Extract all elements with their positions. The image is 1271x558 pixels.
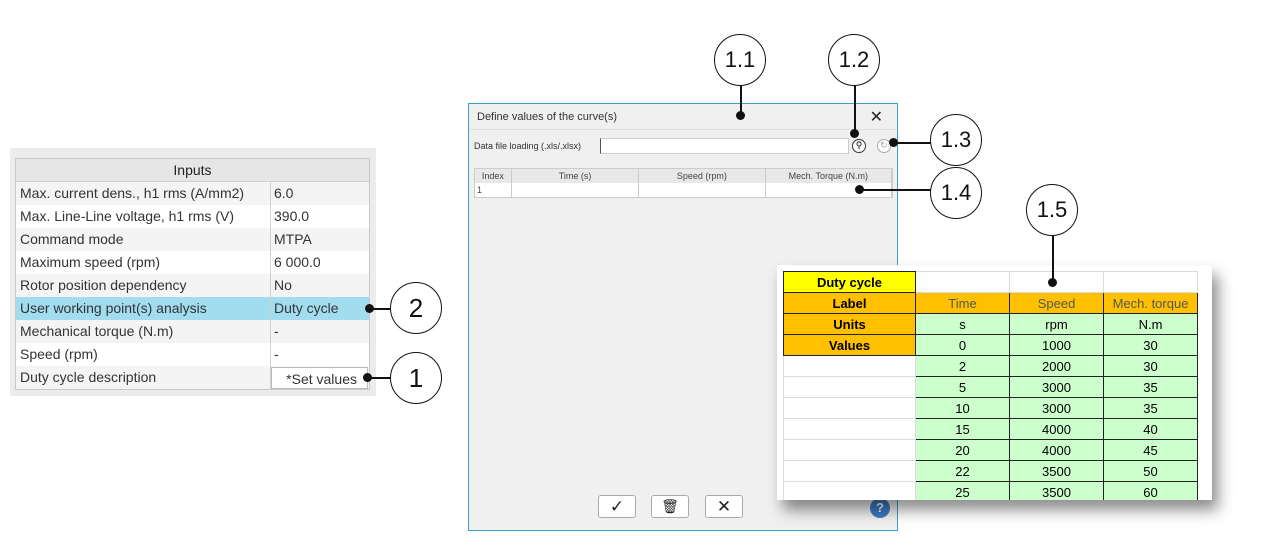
input-label: Max. Line-Line voltage, h1 rms (V) xyxy=(16,205,271,228)
input-row[interactable]: Mechanical torque (N.m)- xyxy=(16,320,369,343)
input-value[interactable]: MTPA xyxy=(274,231,312,247)
input-value[interactable]: 6.0 xyxy=(274,185,294,201)
sheet-value-cell: 1000 xyxy=(1009,334,1104,356)
input-label: Rotor position dependency xyxy=(16,274,271,297)
help-icon[interactable]: ? xyxy=(870,498,890,518)
inputs-header: Inputs xyxy=(16,159,369,182)
grid-column-header[interactable]: Mech. Torque (N.m) xyxy=(766,169,892,183)
input-row[interactable]: Max. Line-Line voltage, h1 rms (V)390.0 xyxy=(16,205,369,228)
sheet-value-cell: 3000 xyxy=(1009,376,1104,398)
input-row[interactable]: Duty cycle description*Set values xyxy=(16,366,369,389)
sheet-value-cell: 20 xyxy=(915,439,1010,461)
sheet-value-cell: 3000 xyxy=(1009,397,1104,419)
input-value[interactable]: - xyxy=(274,346,279,362)
sheet-value-cell: 30 xyxy=(1103,355,1198,377)
sheet-value-cell: 35 xyxy=(1103,397,1198,419)
sheet-value-cell: 30 xyxy=(1103,334,1198,356)
sheet-unit-cell: rpm xyxy=(1009,313,1104,335)
close-icon[interactable]: ✕ xyxy=(869,109,883,126)
sheet-value-cell: 10 xyxy=(915,397,1010,419)
input-label: User working point(s) analysis xyxy=(16,297,271,320)
callout-1-2: 1.2 xyxy=(828,34,880,86)
input-row[interactable]: Speed (rpm)- xyxy=(16,343,369,366)
input-label: Mechanical torque (N.m) xyxy=(16,320,271,343)
sheet-value-cell: 2 xyxy=(915,355,1010,377)
delete-button[interactable]: 🗑 xyxy=(651,495,689,518)
file-path-input[interactable] xyxy=(600,138,849,154)
callout-1-4: 1.4 xyxy=(930,167,982,219)
input-value[interactable]: 390.0 xyxy=(274,208,310,224)
search-icon[interactable]: ⚲ xyxy=(852,139,866,153)
ok-button[interactable]: ✓ xyxy=(598,495,636,518)
grid-cell[interactable] xyxy=(512,183,640,197)
sheet-values-label: Values xyxy=(783,334,916,356)
sheet-value-cell: 25 xyxy=(915,481,1010,500)
sheet-value-cell: 45 xyxy=(1103,439,1198,461)
sheet-value-cell: 50 xyxy=(1103,460,1198,482)
set-values-button[interactable]: *Set values xyxy=(271,367,368,389)
sheet-value-cell: 35 xyxy=(1103,376,1198,398)
input-value[interactable]: - xyxy=(274,323,279,339)
sheet-value-cell: 4000 xyxy=(1009,439,1104,461)
sheet-label-cell: Label xyxy=(783,292,916,314)
input-label: Command mode xyxy=(16,228,271,251)
input-row[interactable]: Max. current dens., h1 rms (A/mm2)6.0 xyxy=(16,182,369,205)
sheet-unit-cell: N.m xyxy=(1103,313,1198,335)
input-label: Speed (rpm) xyxy=(16,343,271,366)
dialog-title: Define values of the curve(s) xyxy=(469,104,897,130)
callout-1-1: 1.1 xyxy=(714,34,766,86)
cancel-button[interactable]: ✕ xyxy=(705,495,743,518)
input-label: Duty cycle description xyxy=(16,366,271,389)
sheet-value-cell: 0 xyxy=(915,334,1010,356)
input-label: Maximum speed (rpm) xyxy=(16,251,271,274)
callout-1: 1 xyxy=(390,352,442,404)
sheet-value-cell: 40 xyxy=(1103,418,1198,440)
callout-1-3: 1.3 xyxy=(930,114,982,166)
input-value[interactable]: Duty cycle xyxy=(274,300,339,316)
sheet-value-cell: 4000 xyxy=(1009,418,1104,440)
callout-1-5: 1.5 xyxy=(1026,184,1078,236)
sheet-value-cell: 60 xyxy=(1103,481,1198,500)
input-label: Max. current dens., h1 rms (A/mm2) xyxy=(16,182,271,205)
sheet-value-cell: 3500 xyxy=(1009,460,1104,482)
sheet-unit-cell: s xyxy=(915,313,1010,335)
grid-column-header[interactable]: Index xyxy=(475,169,512,183)
sheet-title: Duty cycle xyxy=(783,271,916,293)
callout-2: 2 xyxy=(390,282,442,334)
grid-cell[interactable] xyxy=(639,183,766,197)
inputs-table: Inputs Max. current dens., h1 rms (A/mm2… xyxy=(15,158,370,390)
sheet-value-cell: 15 xyxy=(915,418,1010,440)
sheet-label-cell: Time xyxy=(915,292,1010,314)
grid-row[interactable]: 1 xyxy=(475,183,892,197)
sheet-value-cell: 3500 xyxy=(1009,481,1104,500)
sheet-unit-cell: Units xyxy=(783,313,916,335)
grid-cell[interactable]: 1 xyxy=(475,183,512,197)
input-value[interactable]: No xyxy=(274,277,292,293)
sheet-value-cell: 22 xyxy=(915,460,1010,482)
input-value[interactable]: 6 000.0 xyxy=(274,254,321,270)
sheet-label-cell: Speed xyxy=(1009,292,1104,314)
sheet-value-cell: 5 xyxy=(915,376,1010,398)
sheet-value-cell: 2000 xyxy=(1009,355,1104,377)
input-row[interactable]: Maximum speed (rpm)6 000.0 xyxy=(16,251,369,274)
file-loading-label: Data file loading (.xls/.xlsx) xyxy=(474,141,582,151)
grid-column-header[interactable]: Time (s) xyxy=(512,169,640,183)
grid-column-header[interactable]: Speed (rpm) xyxy=(639,169,766,183)
sheet-label-cell: Mech. torque xyxy=(1103,292,1198,314)
